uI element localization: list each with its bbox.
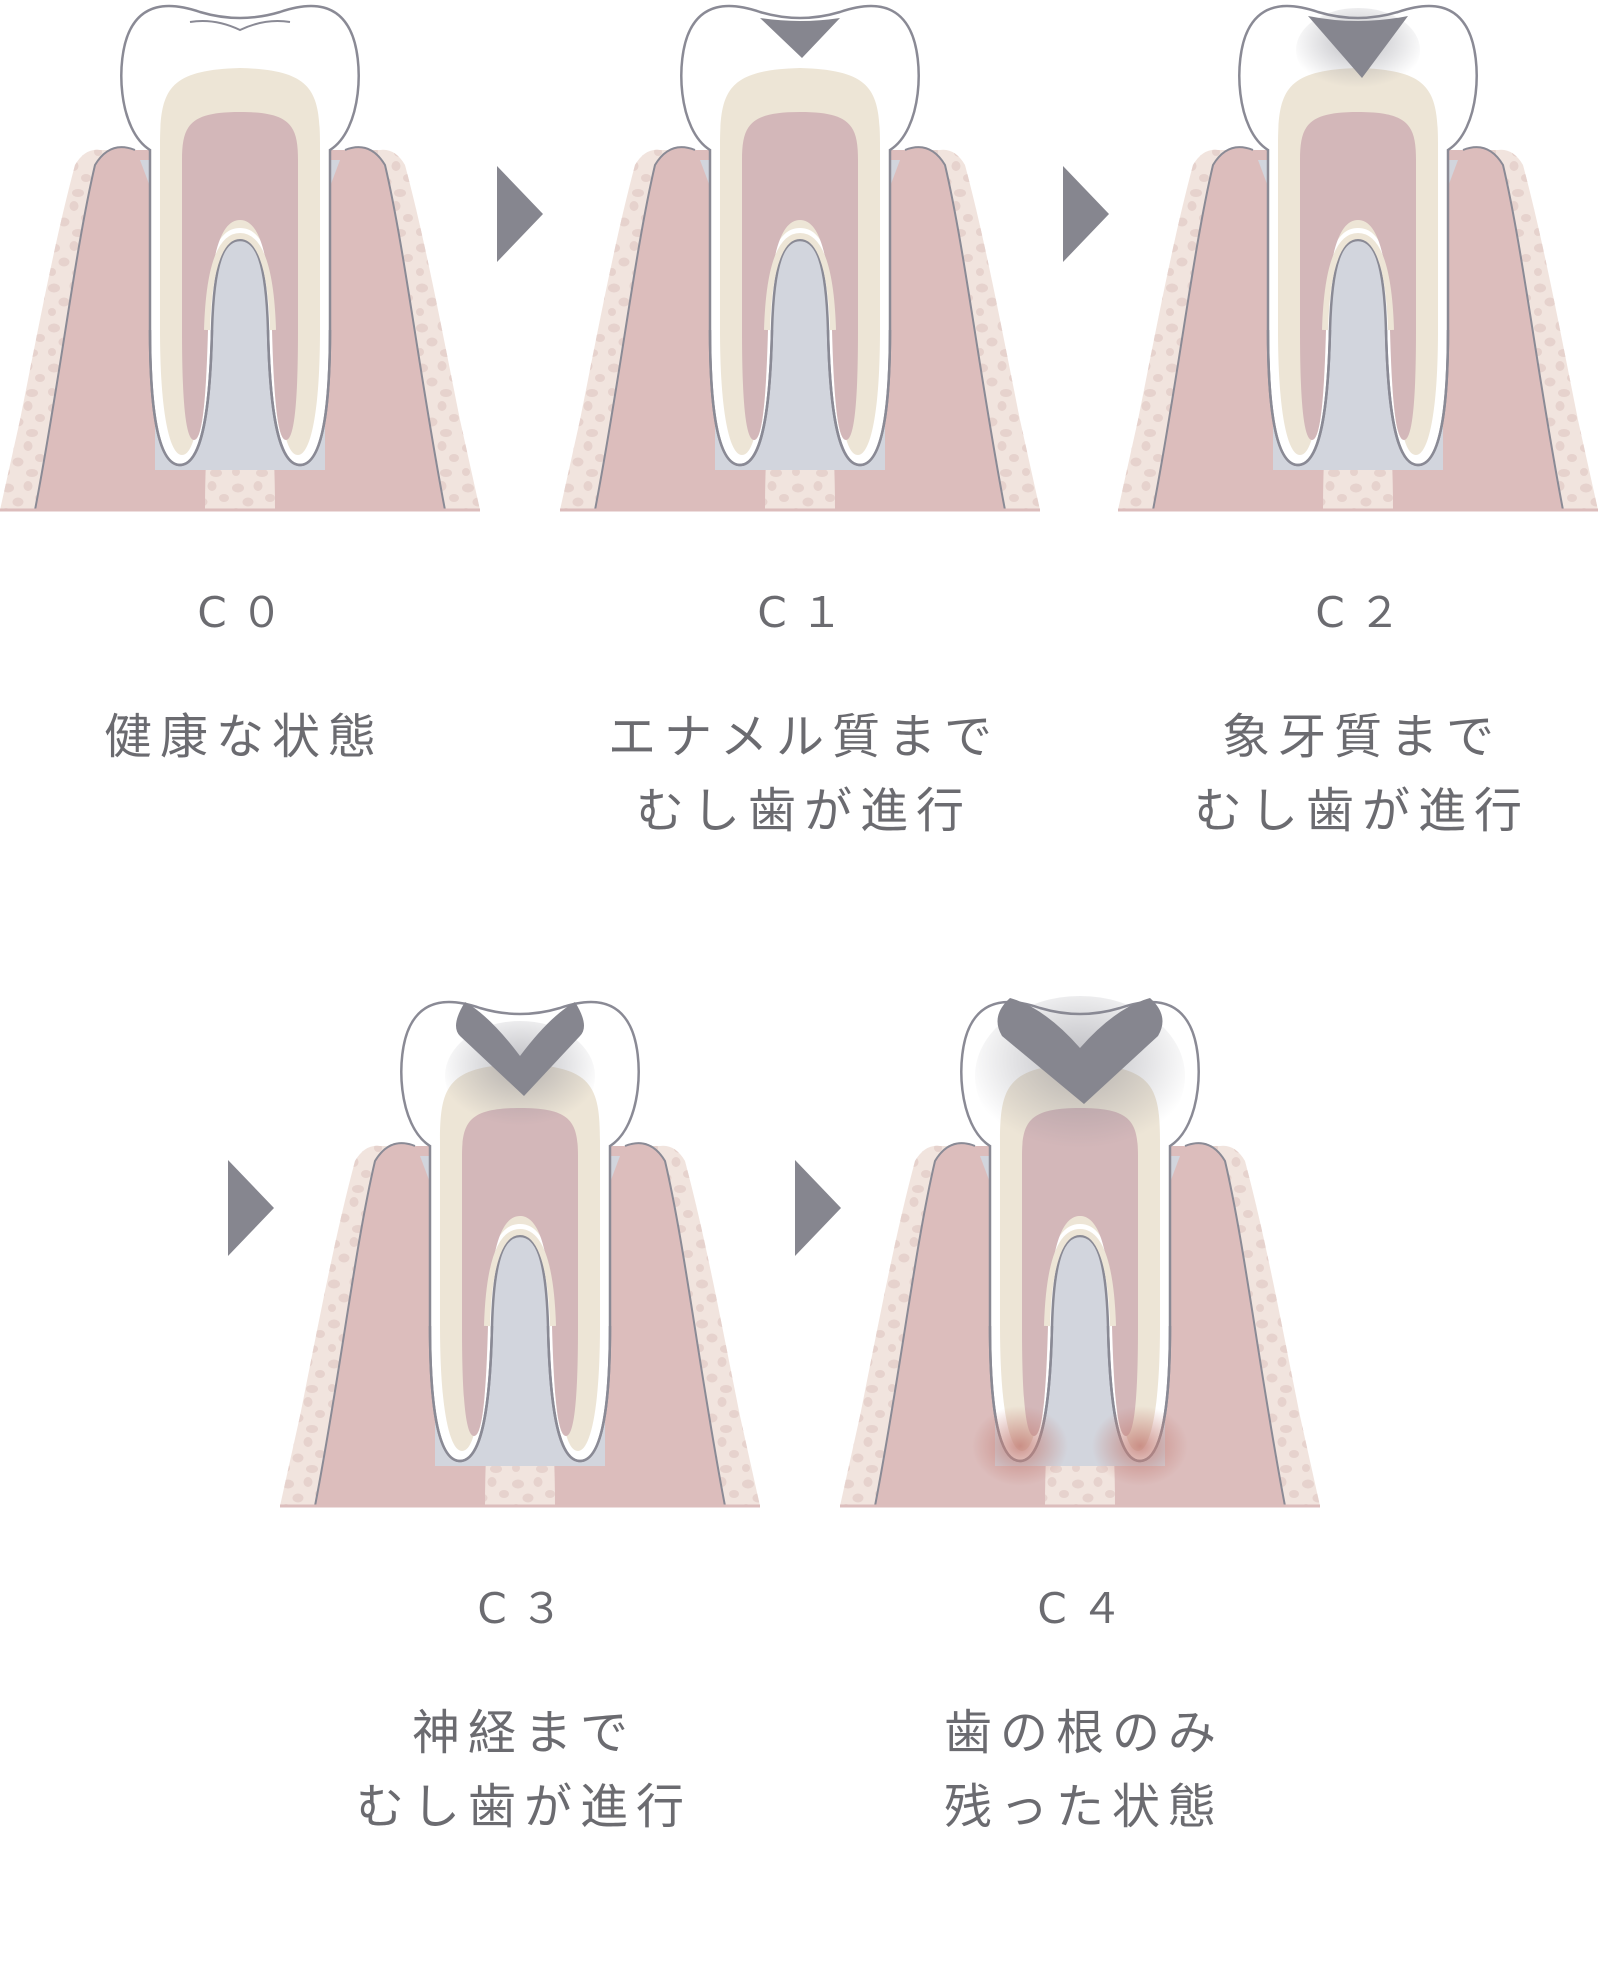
stage-description-line: むし歯が進行 — [355, 1779, 692, 1835]
progress-arrow-icon — [228, 1160, 274, 1256]
stage-description-line: 神経まで — [411, 1705, 636, 1761]
stage-code: C２ — [1315, 588, 1415, 637]
stage-c2: C２ 象牙質まで むし歯が進行 — [1118, 0, 1598, 980]
stage-description-line: むし歯が進行 — [1193, 783, 1530, 839]
tooth-diagram-c4 — [840, 996, 1320, 1516]
stage-c4: C４ 歯の根のみ 残った状態 — [840, 996, 1320, 1976]
stage-code: C３ — [477, 1584, 577, 1633]
stage-description-line: 健康な状態 — [103, 709, 384, 765]
stage-description: 神経まで むし歯が進行 — [280, 1696, 760, 1844]
progress-arrow-icon — [795, 1160, 841, 1256]
stage-code: C０ — [197, 588, 297, 637]
stage-code: C１ — [757, 588, 857, 637]
stage-code: C４ — [1037, 1584, 1137, 1633]
progress-arrow-icon — [1063, 166, 1109, 262]
tooth-diagram-c1 — [560, 0, 1040, 520]
stage-description-line: エナメル質まで — [607, 709, 1000, 765]
tooth-diagram-c0 — [0, 0, 480, 520]
stage-description: 歯の根のみ 残った状態 — [840, 1696, 1320, 1844]
stage-description: 健康な状態 — [0, 700, 480, 774]
progress-arrow-icon — [497, 166, 543, 262]
stage-description-line: むし歯が進行 — [635, 783, 972, 839]
stage-description-line: 歯の根のみ — [943, 1705, 1224, 1761]
tooth-diagram-c3 — [280, 996, 760, 1516]
stage-description: エナメル質まで むし歯が進行 — [560, 700, 1040, 848]
stage-description: 象牙質まで むし歯が進行 — [1118, 700, 1598, 848]
stage-description-line: 象牙質まで — [1221, 709, 1502, 765]
stage-description-line: 残った状態 — [943, 1779, 1224, 1835]
stage-c1: C１ エナメル質まで むし歯が進行 — [560, 0, 1040, 980]
stage-c3: C３ 神経まで むし歯が進行 — [280, 996, 760, 1976]
tooth-diagram-c2 — [1118, 0, 1598, 520]
stage-c0: C０ 健康な状態 — [0, 0, 480, 980]
